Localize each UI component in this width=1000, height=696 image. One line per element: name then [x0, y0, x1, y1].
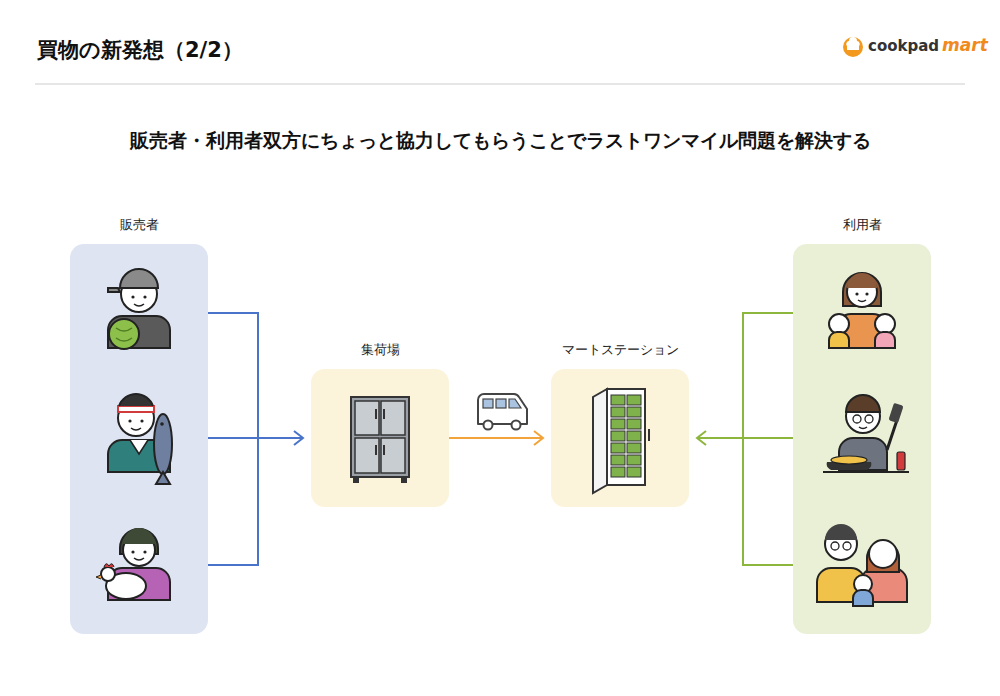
connector-line — [449, 437, 543, 439]
slide-title: 買物の新発想（2/2） — [37, 36, 243, 64]
freezer-illustration — [311, 369, 449, 507]
subtitle: 販売者・利用者双方にちょっと協力してもらうことでラストワンマイル問題を解決する — [0, 128, 1000, 154]
seller-illustration — [70, 244, 208, 634]
header-rule — [35, 83, 965, 85]
logo-wordmark: cookpad — [868, 37, 939, 55]
family-figure — [817, 524, 907, 606]
node-heading: 集荷場 — [311, 342, 449, 359]
node-heading: 利用者 — [793, 217, 931, 234]
farmer-figure — [108, 269, 170, 349]
fisher-figure — [108, 394, 172, 484]
delivery-van — [478, 394, 527, 430]
connector-line — [208, 437, 303, 439]
group-panel: 利用者 — [793, 244, 931, 634]
group-panel: 販売者 — [70, 244, 208, 634]
locker-illustration — [551, 369, 689, 507]
parent-with-children-figure — [829, 273, 895, 348]
cook-figure — [823, 395, 909, 472]
poultry-farmer-figure — [96, 528, 170, 600]
station-box: 集荷場 — [311, 369, 449, 507]
flow-connector — [208, 313, 303, 565]
connector-line — [697, 437, 793, 439]
logo-icon — [843, 37, 863, 57]
logo-wordmark-accent: mart — [942, 35, 988, 55]
flow-connector — [449, 438, 543, 439]
station-box: マートステーション — [551, 369, 689, 507]
node-heading: マートステーション — [551, 342, 689, 359]
user-illustration — [793, 244, 931, 634]
flow-connector — [697, 313, 793, 565]
node-heading: 販売者 — [70, 217, 208, 234]
